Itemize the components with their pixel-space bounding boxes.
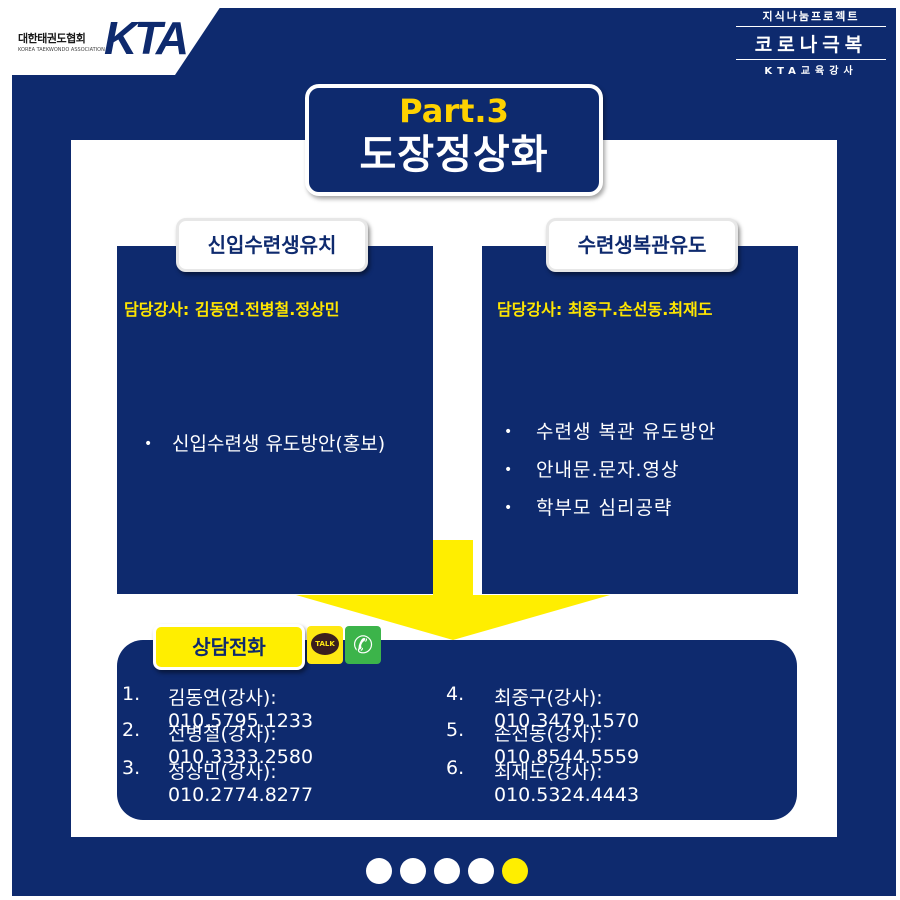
list-item: 신입수련생 유도방안(홍보) xyxy=(144,425,385,463)
page-dot-1[interactable] xyxy=(366,858,392,884)
logo-background xyxy=(0,0,225,75)
contact-entry[interactable]: 손선동(강사): 010.8544.5559 xyxy=(494,723,640,768)
contact-number-label: 1. xyxy=(122,683,141,705)
page-dot-3[interactable] xyxy=(434,858,460,884)
left-bullet-list: 신입수련생 유도방안(홍보) xyxy=(144,425,385,463)
project-badge-bottom: KTA교육강사 xyxy=(736,59,886,77)
org-name: 대한태권도협회 xyxy=(18,32,86,45)
kakaotalk-label: TALK xyxy=(311,633,339,655)
kta-logo: KTA xyxy=(104,12,189,64)
pagination xyxy=(366,858,536,884)
contact-number-label: 4. xyxy=(446,683,465,705)
page-dot-4[interactable] xyxy=(468,858,494,884)
contact-number-label: 3. xyxy=(122,757,141,779)
project-badge-middle: 코로나극복 xyxy=(754,34,868,56)
left-instructors: 담당강사: 김동연.전병철.정상민 xyxy=(124,300,340,319)
right-bullet-list: 수련생 복관 유도방안 안내문.문자.영상 학부모 심리공략 xyxy=(504,413,716,527)
phone-icon[interactable]: ✆ xyxy=(345,626,381,664)
contact-entry[interactable]: 최중구(강사): 010.3479.1570 xyxy=(494,687,640,732)
contact-tag: 상담전화 xyxy=(153,624,305,670)
logo-area: 대한태권도협회 KOREA TAEKWONDO ASSOCIATION KTA xyxy=(0,0,225,75)
project-badge: 지식나눔프로젝트 코로나극복 KTA교육강사 xyxy=(736,8,886,77)
title-box: Part.3 도장정상화 xyxy=(305,84,603,196)
title-part: Part.3 xyxy=(399,92,509,130)
contact-entry[interactable]: 전병철(강사): 010.3333.2580 xyxy=(168,723,314,768)
contact-entry[interactable]: 정상민(강사): 010.2774.8277 xyxy=(168,761,314,806)
page-dot-5-active[interactable] xyxy=(502,858,528,884)
right-section-tag: 수련생복관유도 xyxy=(546,218,738,272)
left-section xyxy=(117,246,433,594)
list-item: 수련생 복관 유도방안 xyxy=(504,413,716,451)
list-item: 안내문.문자.영상 xyxy=(504,451,716,489)
contact-number-label: 5. xyxy=(446,719,465,741)
contact-number-label: 6. xyxy=(446,757,465,779)
contact-entry[interactable]: 김동연(강사): 010.5795.1233 xyxy=(168,687,314,732)
left-section-tag: 신입수련생유치 xyxy=(176,218,368,272)
kakaotalk-icon[interactable]: TALK xyxy=(307,626,343,664)
page-dot-2[interactable] xyxy=(400,858,426,884)
list-item: 학부모 심리공략 xyxy=(504,489,716,527)
page-title: 도장정상화 xyxy=(359,132,549,178)
contact-box xyxy=(117,640,797,820)
contact-entry[interactable]: 최재도(강사): 010.5324.4443 xyxy=(494,761,640,806)
contact-number-label: 2. xyxy=(122,719,141,741)
project-badge-top: 지식나눔프로젝트 xyxy=(736,8,886,27)
org-subtitle: KOREA TAEKWONDO ASSOCIATION xyxy=(18,47,105,53)
right-instructors: 담당강사: 최중구.손선동.최재도 xyxy=(497,300,713,319)
